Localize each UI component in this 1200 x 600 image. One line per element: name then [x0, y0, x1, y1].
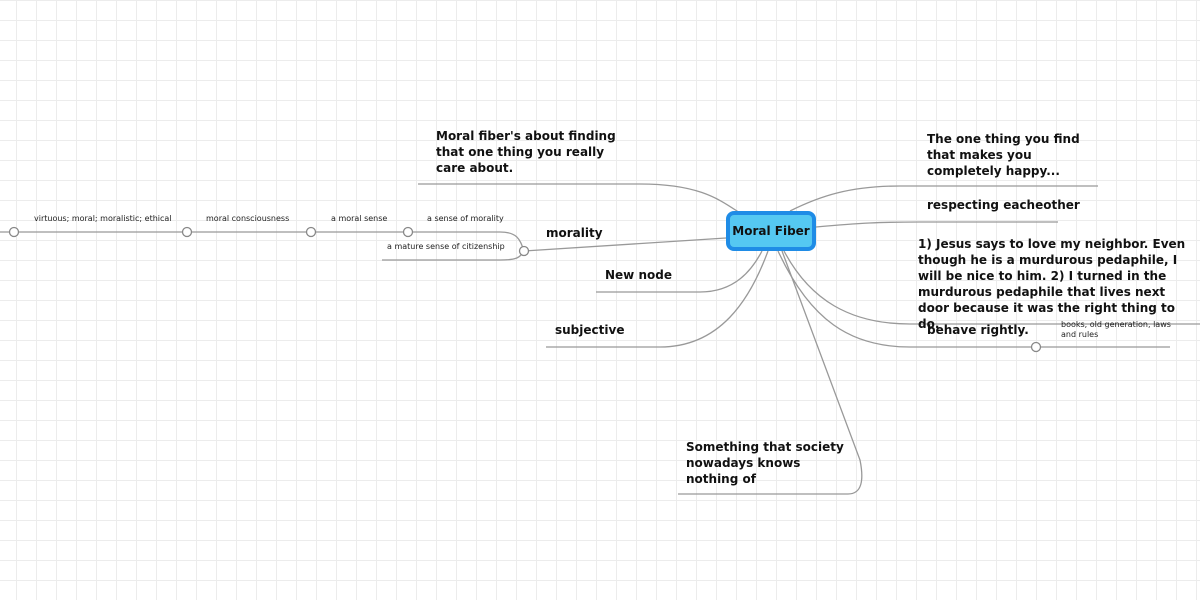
root-node[interactable]: Moral Fiber — [726, 211, 816, 251]
knob-sense-of-morality[interactable] — [402, 226, 414, 238]
link-subjective — [546, 250, 769, 348]
subtopic-virtuous[interactable]: virtuous; moral; moralistic; ethical — [34, 214, 172, 223]
link-society — [678, 250, 863, 495]
subtopic-consciousness[interactable]: moral consciousness — [206, 214, 290, 223]
topic-one-thing[interactable]: The one thing you find that makes you co… — [927, 132, 1080, 178]
topic-finding[interactable]: Moral fiber's about finding that one thi… — [436, 129, 616, 175]
topic-morality[interactable]: morality — [546, 226, 603, 240]
link-behave — [777, 250, 1170, 348]
subtopic-moral-sense[interactable]: a moral sense — [331, 214, 388, 223]
link-finding — [418, 183, 741, 214]
knob-behave[interactable] — [1030, 341, 1042, 353]
topic-new-node[interactable]: New node — [605, 268, 672, 282]
link-one-thing — [789, 185, 1098, 212]
link-new-node — [596, 250, 763, 293]
topic-jesus[interactable]: 1) Jesus says to love my neighbor. Even … — [918, 237, 1186, 331]
knob-moral-sense[interactable] — [305, 226, 317, 238]
topic-respecting[interactable]: respecting eacheother — [927, 198, 1080, 212]
topic-behave[interactable]: behave rightly. — [927, 323, 1029, 337]
link-citizenship — [382, 250, 525, 261]
link-jesus — [783, 250, 1200, 325]
topic-society[interactable]: Something that society nowadays knows no… — [686, 440, 844, 486]
subtopic-books[interactable]: books, old generation, laws and rules — [1061, 320, 1171, 339]
knob-morality[interactable] — [518, 245, 530, 257]
subtopic-citizenship[interactable]: a mature sense of citizenship — [387, 242, 505, 251]
root-node-label: Moral Fiber — [732, 224, 810, 238]
subtopic-sense-of-morality[interactable]: a sense of morality — [427, 214, 504, 223]
link-respecting — [815, 221, 1058, 228]
link-morality — [523, 237, 727, 252]
knob-consciousness[interactable] — [181, 226, 193, 238]
topic-subjective[interactable]: subjective — [555, 323, 625, 337]
knob-virtuous[interactable] — [8, 226, 20, 238]
